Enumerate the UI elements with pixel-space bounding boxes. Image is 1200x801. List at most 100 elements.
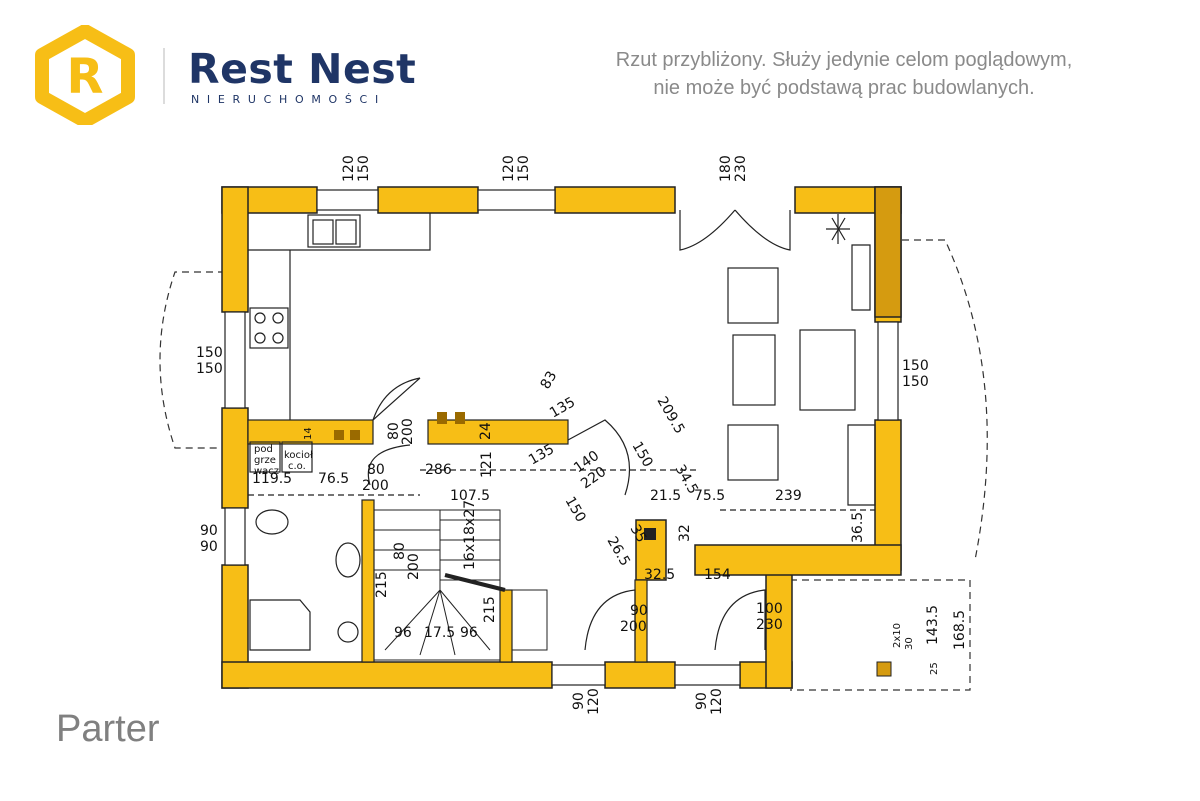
dim-265: 26.5 xyxy=(604,534,633,569)
sink-bowl-2 xyxy=(335,219,357,245)
label-pod: pod xyxy=(254,444,273,455)
floor-label: Parter xyxy=(56,708,160,750)
entrance-outline xyxy=(790,579,971,691)
burner-4 xyxy=(272,332,284,344)
dim-325: 32.5 xyxy=(644,567,675,583)
dim-right-win-a: 150 xyxy=(902,358,929,374)
sink-bowl-1 xyxy=(312,219,334,245)
dim-215b: 215 xyxy=(374,571,390,598)
dim-209: 209.5 xyxy=(654,394,688,437)
dim-365: 36.5 xyxy=(850,512,866,543)
dim-150b: 150 xyxy=(562,494,589,525)
terrace-outlines xyxy=(159,239,988,691)
dim-1195: 119.5 xyxy=(252,471,292,487)
shower xyxy=(249,599,311,651)
wall-bottom-1 xyxy=(221,661,553,689)
dim-154: 154 xyxy=(704,567,731,583)
dim-door1-a: 80 xyxy=(386,422,402,440)
window-top-2 xyxy=(477,189,556,211)
corner-pillar xyxy=(876,661,892,677)
dim-top-win1: 120 xyxy=(341,155,357,182)
disclaimer-line-1: Rzut przybliżony. Służy jedynie celom po… xyxy=(615,49,1073,71)
disclaimer: Rzut przybliżony. Służy jedynie celom po… xyxy=(544,46,1144,102)
dim-175: 17.5 xyxy=(424,625,455,641)
entry-door-1 xyxy=(584,589,636,651)
dim-left-small-a: 90 xyxy=(200,523,218,539)
flue-1 xyxy=(334,430,344,440)
label-grze: grze xyxy=(254,455,276,466)
disclaimer-line-2: nie może być podstawą prac budowlanych. xyxy=(653,77,1035,99)
window-right xyxy=(877,321,899,421)
dimension-labels: 120 150 120 150 180 230 150 150 150 150 … xyxy=(196,155,968,715)
dim-83: 83 xyxy=(538,369,561,392)
flue-5 xyxy=(644,528,656,540)
sink xyxy=(307,214,361,248)
bench xyxy=(851,244,871,311)
dim-765: 76.5 xyxy=(318,471,349,487)
logo-letter: R xyxy=(67,49,104,105)
brand-subtitle: NIERUCHOMOŚCI xyxy=(191,93,386,106)
window-bottom-2 xyxy=(674,664,741,686)
dim-bottom-win1b: 120 xyxy=(586,688,602,715)
dim-bottom-win2b: 120 xyxy=(709,688,725,715)
window-top-1 xyxy=(316,189,379,211)
dim-215: 21.5 xyxy=(650,488,681,504)
dim-stairs: 16x18x27 xyxy=(462,500,478,570)
dim-door2-a: 80 xyxy=(367,462,385,478)
wall-stair-right xyxy=(499,589,513,663)
dim-150a: 150 xyxy=(629,439,656,470)
dim-left-win-b: 150 xyxy=(196,361,223,377)
dim-left-small-b: 90 xyxy=(200,539,218,555)
dim-32: 32 xyxy=(677,524,693,542)
windows xyxy=(224,189,899,686)
right-bay-outline xyxy=(902,239,988,561)
dim-entry1-a: 90 xyxy=(630,603,648,619)
dim-35: 35 xyxy=(627,522,650,545)
label-wacz: wacz xyxy=(254,466,279,477)
door-diag xyxy=(567,419,631,496)
dim-top-win2: 120 xyxy=(501,155,517,182)
logo-hexagon xyxy=(35,25,135,125)
dim-286: 286 xyxy=(425,462,452,478)
armchair-bottom xyxy=(727,424,779,481)
burner-3 xyxy=(254,332,266,344)
stair-frame xyxy=(373,509,501,661)
label-co: c.o. xyxy=(288,461,306,472)
wall-inner-2 xyxy=(427,419,569,445)
dim-door2-b: 200 xyxy=(362,478,389,494)
entry-door-2 xyxy=(714,589,766,651)
dim-1435: 143.5 xyxy=(925,605,941,645)
burner-1 xyxy=(254,312,266,324)
flue-3 xyxy=(437,412,447,424)
kitchen xyxy=(248,213,431,420)
dim-left-win-a: 150 xyxy=(196,345,223,361)
dim-door3-a: 80 xyxy=(392,542,408,560)
dim-96b: 96 xyxy=(460,625,478,641)
header-divider xyxy=(163,48,165,104)
window-left-2 xyxy=(224,507,246,566)
window-bottom-1 xyxy=(551,664,606,686)
dim-bottom-win2a: 90 xyxy=(694,692,710,710)
staircase xyxy=(373,509,548,661)
interior-walls xyxy=(247,419,648,663)
wall-bottom-2 xyxy=(604,661,676,689)
dim-1685: 168.5 xyxy=(952,610,968,650)
washbasin xyxy=(335,542,361,578)
dim-entry1-b: 200 xyxy=(620,619,647,635)
dim-top-win1b: 150 xyxy=(356,155,372,182)
patio-door xyxy=(679,209,791,251)
dim-96a: 96 xyxy=(394,625,412,641)
coffee-table xyxy=(732,334,776,406)
dim-top-door: 180 xyxy=(718,155,734,182)
dim-right-win-b: 150 xyxy=(902,374,929,390)
brand-name: Rest Nest xyxy=(188,45,417,93)
door-1 xyxy=(372,377,421,421)
window-left-1 xyxy=(224,311,246,409)
dim-25: 25 xyxy=(929,662,940,675)
door-2 xyxy=(367,444,411,486)
dim-135a: 135 xyxy=(547,394,578,421)
bathroom xyxy=(249,441,361,651)
stair-rail xyxy=(444,573,506,592)
wall-stair-left xyxy=(361,499,375,663)
